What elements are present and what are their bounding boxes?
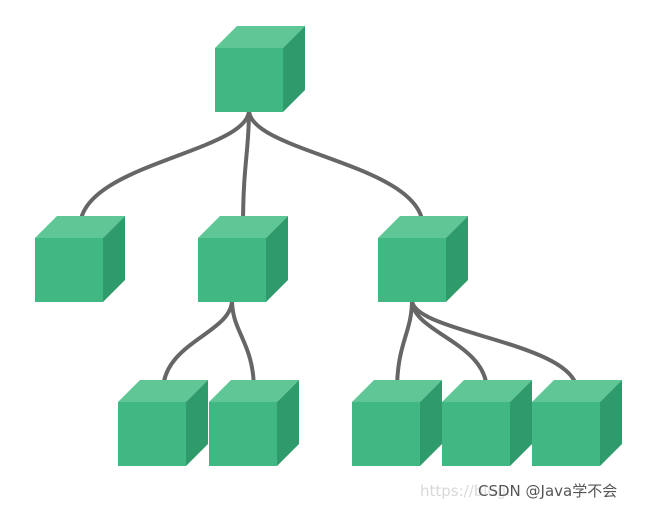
component-b-front-face xyxy=(198,238,266,302)
component-c-side-face xyxy=(446,216,468,302)
component-a-top-face xyxy=(35,216,125,238)
component-a-cube xyxy=(35,216,125,302)
component-c3-side-face xyxy=(600,380,622,466)
component-c2-side-face xyxy=(510,380,532,466)
tree-nodes xyxy=(35,26,622,466)
component-c-cube xyxy=(378,216,468,302)
watermark-brand: CSDN @Java学不会 xyxy=(478,482,618,500)
watermark-url: https://blog. xyxy=(420,482,511,500)
component-c3-top-face xyxy=(532,380,622,402)
component-b1-front-face xyxy=(118,402,186,466)
component-c2-front-face xyxy=(442,402,510,466)
component-b-cube xyxy=(198,216,288,302)
component-a-side-face xyxy=(103,216,125,302)
component-b1-side-face xyxy=(186,380,208,466)
component-c1-front-face xyxy=(352,402,420,466)
connector-component-b-to-component-b1 xyxy=(161,298,234,393)
watermark: https://blog. CSDN @Java学不会 xyxy=(420,480,645,502)
component-c3-cube xyxy=(532,380,622,466)
component-c2-cube xyxy=(442,380,532,466)
component-root-front-face xyxy=(215,48,283,112)
connector-component-c-to-component-c3 xyxy=(410,298,579,393)
component-c1-side-face xyxy=(420,380,442,466)
tree-connectors xyxy=(78,108,579,393)
component-a-front-face xyxy=(35,238,103,302)
component-b2-top-face xyxy=(209,380,299,402)
component-b1-cube xyxy=(118,380,208,466)
component-b2-side-face xyxy=(277,380,299,466)
component-c1-top-face xyxy=(352,380,442,402)
component-root-cube xyxy=(215,26,305,112)
component-b2-cube xyxy=(209,380,299,466)
component-c3-front-face xyxy=(532,402,600,466)
connector-component-root-to-component-c xyxy=(247,108,425,229)
component-root-top-face xyxy=(215,26,305,48)
connector-component-root-to-component-b xyxy=(241,108,251,229)
connector-component-b-to-component-b2 xyxy=(230,298,256,393)
component-b-top-face xyxy=(198,216,288,238)
component-b-side-face xyxy=(266,216,288,302)
component-c-front-face xyxy=(378,238,446,302)
component-c2-top-face xyxy=(442,380,532,402)
component-b1-top-face xyxy=(118,380,208,402)
connector-component-c-to-component-c2 xyxy=(410,298,489,393)
component-root-side-face xyxy=(283,26,305,112)
component-c1-cube xyxy=(352,380,442,466)
connector-component-c-to-component-c1 xyxy=(395,298,414,393)
component-c-top-face xyxy=(378,216,468,238)
connector-component-root-to-component-a xyxy=(78,108,251,229)
component-b2-front-face xyxy=(209,402,277,466)
